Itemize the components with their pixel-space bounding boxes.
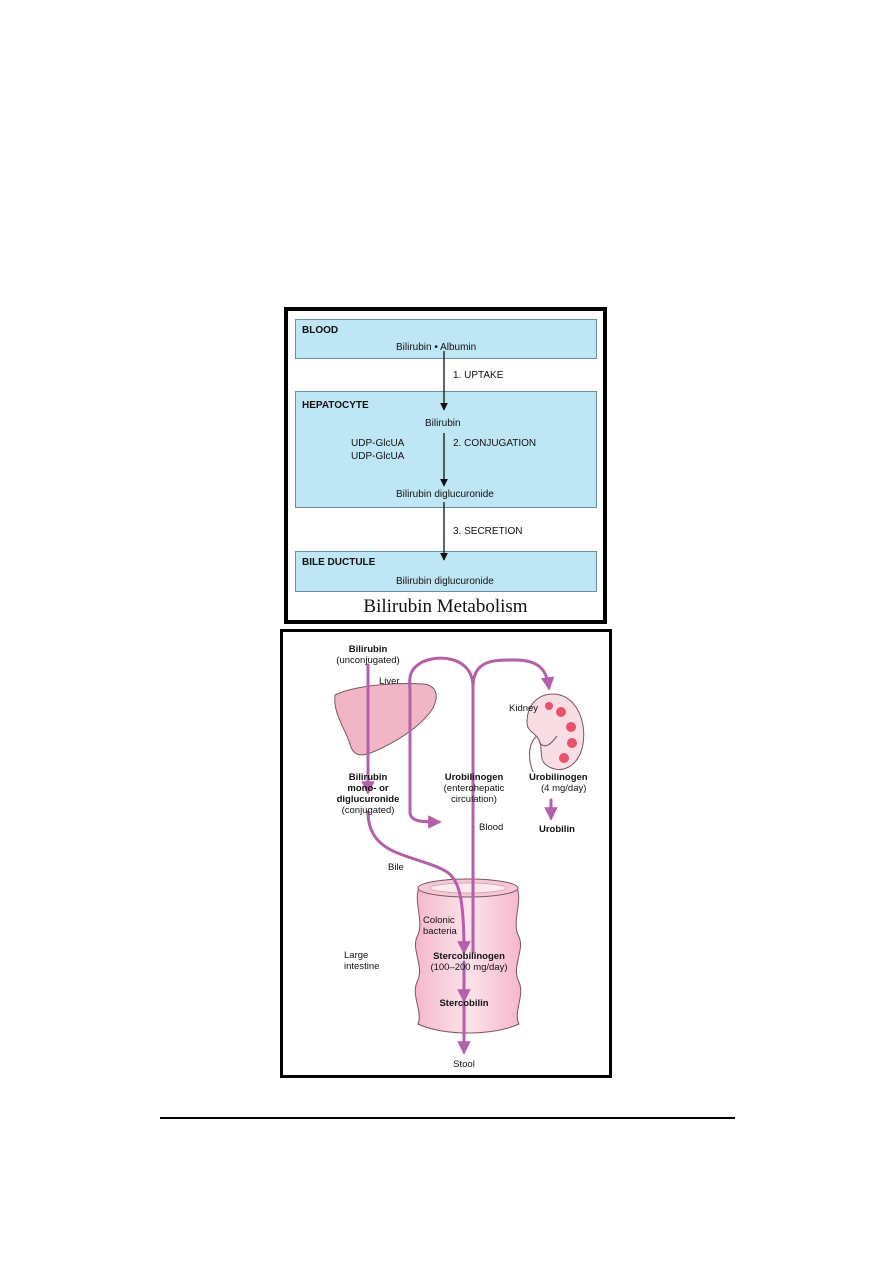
bilirubin-metabolism-figure: BLOOD Bilirubin • Albumin 1. UPTAKE HEPA…	[284, 307, 607, 624]
kidney-illustration	[526, 693, 585, 773]
urobilin-label: Urobilin	[539, 824, 575, 835]
stercobilinogen-label: Stercobilinogen	[433, 951, 505, 962]
bile-to-intestine-arrow	[366, 810, 471, 955]
liver-label: Liver	[379, 676, 400, 687]
blood-title: BLOOD	[302, 325, 339, 336]
bilirubin-diglucuronide-label: Bilirubin diglucuronide	[396, 489, 494, 500]
hepatocyte-bilirubin-label: Bilirubin	[425, 418, 461, 429]
kidney-label: Kidney	[509, 703, 539, 714]
large-intestine-illustration	[414, 878, 522, 1034]
urobilinogen-cycle-figure: Bilirubin (unconjugated) Liver Bilirubin…	[280, 629, 612, 1078]
unconjugated-label: (unconjugated)	[336, 655, 400, 666]
colonic-bacteria-label-line1: Colonic	[423, 915, 455, 926]
secretion-label: 3. SECRETION	[453, 526, 523, 537]
stercobilinogen-rate-label: (100–200 mg/day)	[430, 962, 508, 973]
urobilinogen-right-label: Urobilinogen	[529, 772, 588, 783]
hepatocyte-title: HEPATOCYTE	[302, 400, 369, 411]
udp-glcua-label-2: UDP-GlcUA	[351, 451, 405, 462]
conjugate-label-line1: Bilirubin	[348, 772, 388, 783]
enterohepatic-label-line2: circulation)	[451, 794, 497, 805]
figure-caption: Bilirubin Metabolism	[363, 596, 528, 617]
conjugate-label-line3: diglucuronide	[336, 794, 400, 805]
cycle-illustration	[334, 656, 585, 1055]
blood-label: Blood	[479, 822, 504, 833]
pathway-arrows	[361, 656, 558, 1055]
stercobilin-label: Stercobilin	[439, 998, 489, 1009]
large-intestine-label-line1: Large	[344, 950, 369, 961]
enterohepatic-label-line1: (enterohepatic	[443, 783, 505, 794]
conjugated-label: (conjugated)	[341, 805, 395, 816]
udp-glcua-label-1: UDP-GlcUA	[351, 438, 405, 449]
stool-label: Stool	[453, 1059, 475, 1070]
footer-rule	[160, 1117, 735, 1119]
to-kidney-arrow	[471, 658, 555, 691]
liver-illustration	[334, 683, 437, 756]
large-intestine-label-line2: intestine	[344, 961, 380, 972]
bilirubin-albumin-label: Bilirubin • Albumin	[396, 342, 477, 353]
bilirubin-label: Bilirubin	[348, 644, 388, 655]
urobilinogen-center-label: Urobilinogen	[444, 772, 504, 783]
colonic-bacteria-label-line2: bacteria	[423, 926, 457, 937]
uptake-label: 1. UPTAKE	[453, 370, 504, 381]
bile-ductule-title: BILE DUCTULE	[302, 557, 376, 568]
top-pathway-arrows	[440, 351, 448, 561]
blood-band: BLOOD Bilirubin • Albumin	[295, 319, 597, 359]
bile-ductule-content-label: Bilirubin diglucuronide	[396, 576, 494, 587]
conjugation-label: 2. CONJUGATION	[453, 438, 537, 449]
bile-label: Bile	[388, 862, 404, 873]
urobilinogen-rate-label: (4 mg/day)	[541, 783, 587, 794]
enterohepatic-return-arrow	[408, 656, 475, 829]
conjugate-label-line2: mono- or	[347, 783, 389, 794]
